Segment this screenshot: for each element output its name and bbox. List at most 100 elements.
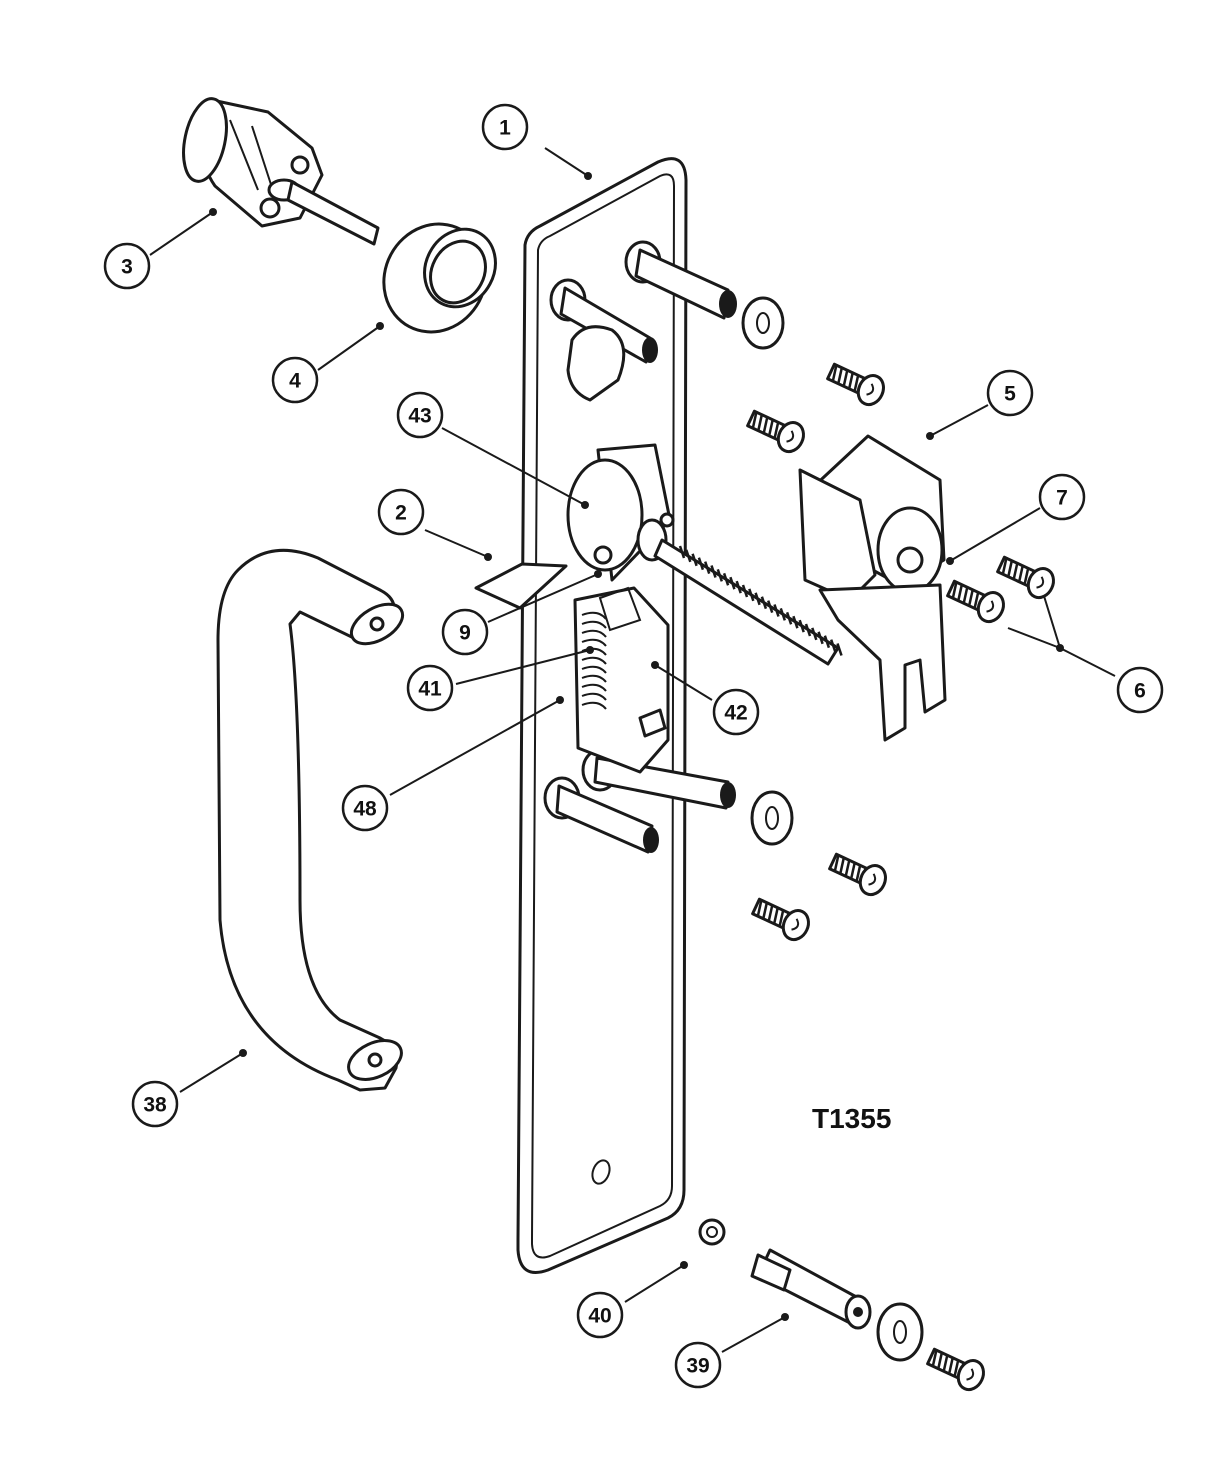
leader-line: [389, 699, 561, 796]
callout-7: 7: [1038, 473, 1086, 521]
callout-circle: [1038, 473, 1086, 521]
callout-circle: [377, 488, 425, 536]
callout-42: 42: [712, 688, 760, 736]
callout-number: 40: [588, 1305, 611, 1328]
spindle-knurl: [678, 545, 843, 656]
callout-number: 48: [353, 798, 377, 821]
callout-40: 40: [576, 1291, 624, 1339]
leader-dot: [376, 322, 384, 330]
callout-circle: [674, 1341, 722, 1389]
washers: [741, 296, 924, 1362]
callout-number: 43: [408, 405, 431, 428]
drawing-number: T1355: [812, 1103, 891, 1134]
leader-dot: [239, 1049, 247, 1057]
screw: [828, 852, 887, 897]
callout-circle: [341, 784, 389, 832]
leader-dot: [781, 1313, 789, 1321]
callout-number: 7: [1056, 487, 1068, 510]
thumb-piece: [182, 97, 380, 246]
leader-line: [544, 147, 589, 177]
ring-collar: [382, 222, 497, 334]
leader-dot: [651, 661, 659, 669]
leader-line: [721, 1316, 786, 1353]
callout-1: 1: [481, 103, 529, 151]
leader-line: [487, 573, 599, 623]
leader-line: [179, 1052, 244, 1093]
leader-line: [949, 507, 1041, 562]
leader-dot: [594, 570, 602, 578]
callout-circle: [396, 391, 444, 439]
callout-6: 6: [1116, 666, 1164, 714]
callout-circle: [1116, 666, 1164, 714]
leader-line: [455, 649, 591, 685]
lock-washer: [698, 1218, 726, 1246]
callout-number: 42: [724, 702, 747, 725]
callout-43: 43: [396, 391, 444, 439]
leader-line: [424, 529, 489, 558]
callout-number: 1: [499, 117, 511, 140]
leader-dot: [584, 172, 592, 180]
screw: [746, 409, 805, 454]
callout-circle: [576, 1291, 624, 1339]
leader-dot: [1056, 644, 1064, 652]
callout-circle: [271, 356, 319, 404]
callout-39: 39: [674, 1341, 722, 1389]
leader-line: [654, 664, 713, 701]
leader-line: [441, 427, 586, 506]
callout-circle: [712, 688, 760, 736]
callout-41: 41: [406, 664, 454, 712]
switch-block: [573, 586, 670, 774]
leader-dot: [586, 646, 594, 654]
spring: [581, 611, 607, 710]
callout-circle: [406, 664, 454, 712]
callout-38: 38: [131, 1080, 179, 1128]
screw: [826, 362, 885, 407]
screw: [926, 1347, 985, 1392]
hub-assembly: [566, 443, 675, 582]
upper-mounting-studs: [549, 240, 737, 402]
screw: [751, 897, 810, 942]
callout-circle: [986, 369, 1034, 417]
leader-line: [317, 325, 381, 371]
callout-number: 38: [143, 1094, 167, 1117]
machine-screws: [746, 362, 1055, 1392]
leader-line: [624, 1264, 685, 1303]
callout-4: 4: [271, 356, 319, 404]
callout-number: 5: [1004, 383, 1016, 406]
callout-48: 48: [341, 784, 389, 832]
standoff-post: [750, 1248, 872, 1330]
callout-3: 3: [103, 242, 151, 290]
callout-circle: [131, 1080, 179, 1128]
tab-plate: [474, 562, 568, 610]
callout-number: 6: [1134, 680, 1146, 703]
callout-number: 9: [459, 622, 471, 645]
leader-line: [149, 211, 214, 256]
callout-number: 39: [686, 1355, 709, 1378]
callout-circle: [103, 242, 151, 290]
leader-dot: [581, 501, 589, 509]
callout-circle: [441, 608, 489, 656]
callout-5: 5: [986, 369, 1034, 417]
callout-9: 9: [441, 608, 489, 656]
leader-dot: [556, 696, 564, 704]
screw: [996, 555, 1055, 600]
screw: [946, 579, 1005, 624]
leader-dot: [680, 1261, 688, 1269]
leader-dot: [946, 557, 954, 565]
callout-circle: [481, 103, 529, 151]
leader-line: [1059, 647, 1116, 677]
spindle-bar: [653, 538, 843, 666]
callout-labels: 1 2 3 4 5 6 7 9 38 39 40 41 42 43 48: [103, 103, 1164, 1389]
leader-lines: [149, 147, 1116, 1353]
cylinder-housing: [798, 434, 947, 742]
callout-2: 2: [377, 488, 425, 536]
leader-dot: [926, 432, 934, 440]
leader-dot: [484, 553, 492, 561]
callout-number: 3: [121, 256, 133, 279]
callout-number: 4: [289, 370, 301, 393]
pull-handle: [216, 548, 405, 1092]
callout-number: 41: [418, 678, 442, 701]
leader-line: [929, 404, 989, 437]
